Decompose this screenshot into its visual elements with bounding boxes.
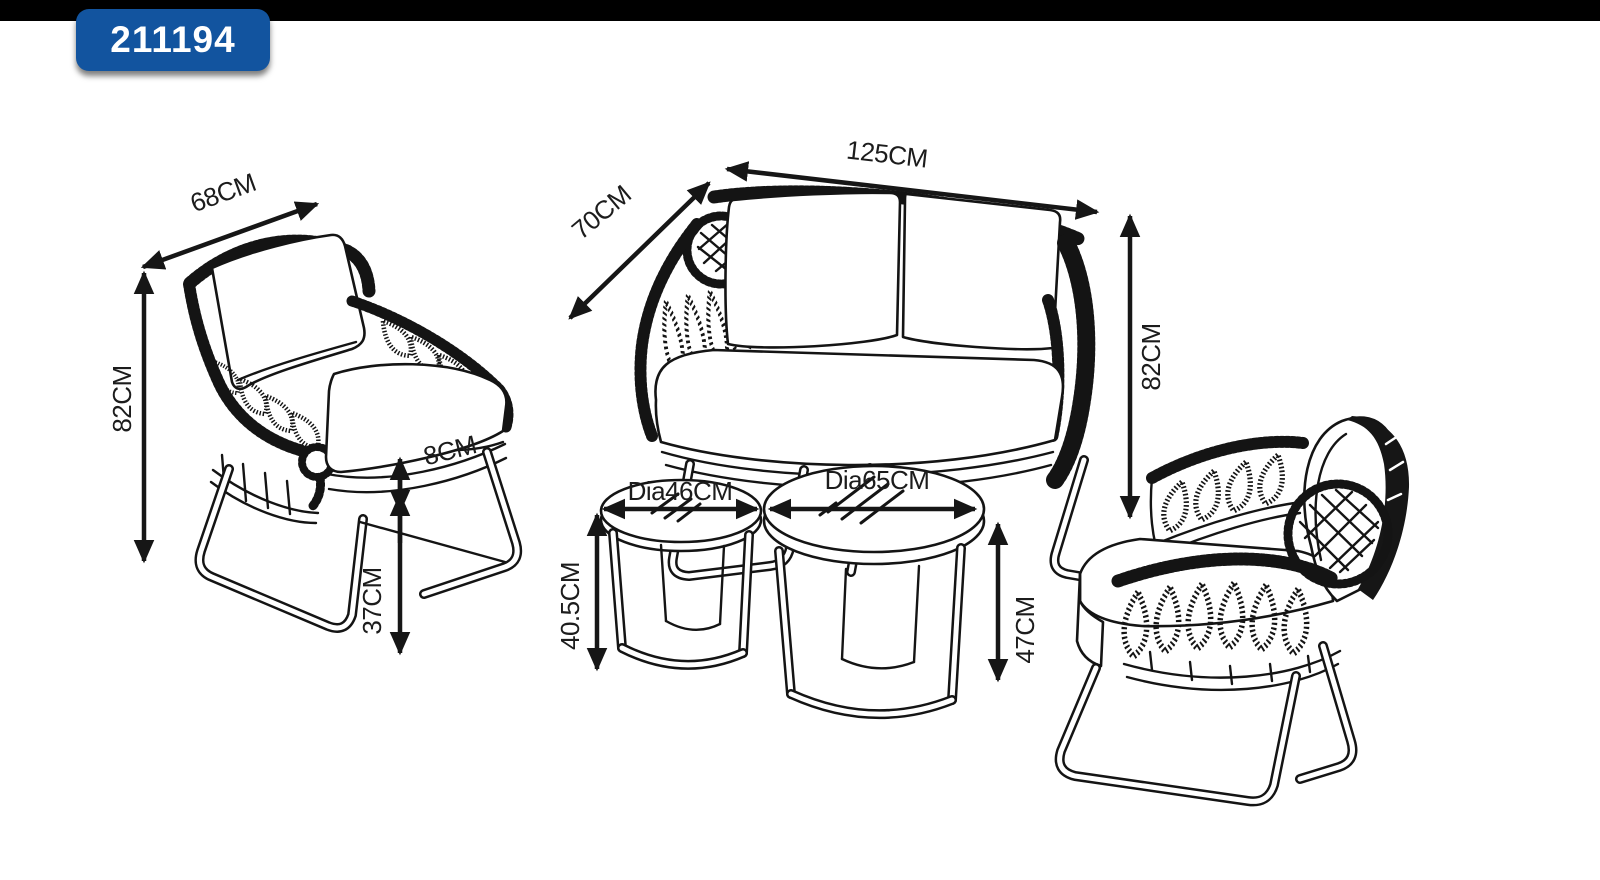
chair1-cushion-piping bbox=[236, 340, 358, 382]
armchair-right-drawing bbox=[1054, 416, 1410, 807]
chair2-base-rail bbox=[1122, 649, 1342, 679]
sofa-seat-cushion bbox=[654, 348, 1065, 467]
chair1-arm-scroll-tail bbox=[307, 473, 325, 512]
large-table-diameter-label: Dia65CM bbox=[825, 465, 930, 495]
chair2-base-rail bbox=[1125, 662, 1340, 692]
chair2-back-rail-lower bbox=[1156, 500, 1304, 545]
sofa-height-label: 82CM bbox=[1136, 323, 1166, 390]
chair-width-arrow bbox=[140, 201, 320, 270]
chair2-apron-sticks bbox=[1148, 650, 1312, 686]
large-table-frame bbox=[774, 543, 966, 720]
small-table-height-label: 40.5CM bbox=[555, 562, 585, 650]
product-code-badge: 211194 bbox=[76, 9, 270, 71]
loveseat-drawing bbox=[634, 185, 1153, 593]
sofa-back-cushion-right bbox=[901, 192, 1062, 351]
chair1-legs bbox=[194, 447, 523, 633]
top-bar bbox=[0, 0, 1600, 21]
chair2-back-rail bbox=[1146, 435, 1309, 484]
large-table-height-label: 47CM bbox=[1010, 596, 1040, 663]
chair2-back-weave-dark bbox=[1347, 416, 1410, 600]
sofa-right-arm-band bbox=[1046, 234, 1096, 489]
sofa-width-label: 125CM bbox=[845, 135, 929, 174]
small-table-diameter-label: Dia46CM bbox=[628, 476, 733, 506]
chair-height-label: 82CM bbox=[107, 365, 137, 432]
chair1-seat-cushion bbox=[324, 362, 508, 474]
chair1-back-cushion bbox=[210, 233, 366, 391]
chair2-arm-band bbox=[1111, 552, 1340, 588]
chair2-legs bbox=[1054, 641, 1358, 807]
armchair-left-drawing bbox=[183, 233, 523, 633]
sofa-depth-arrow bbox=[568, 181, 711, 320]
chair2-medallion-lattice bbox=[1298, 488, 1380, 574]
chair2-weave-medallion bbox=[1283, 479, 1393, 589]
chair-seat-height-label: 37CM bbox=[357, 567, 387, 634]
sofa-back-cushion-left bbox=[724, 191, 902, 349]
product-code: 211194 bbox=[110, 19, 236, 60]
large-side-table-drawing bbox=[762, 464, 986, 720]
small-table-frame bbox=[608, 528, 754, 670]
chair2-seat-side bbox=[1075, 572, 1105, 668]
sofa-depth-label: 70CM bbox=[566, 179, 637, 245]
chair-width-label: 68CM bbox=[186, 167, 260, 218]
small-side-table-drawing bbox=[599, 478, 763, 670]
chair1-right-panel-rail bbox=[346, 295, 514, 433]
sofa-width-arrow bbox=[724, 161, 1100, 220]
